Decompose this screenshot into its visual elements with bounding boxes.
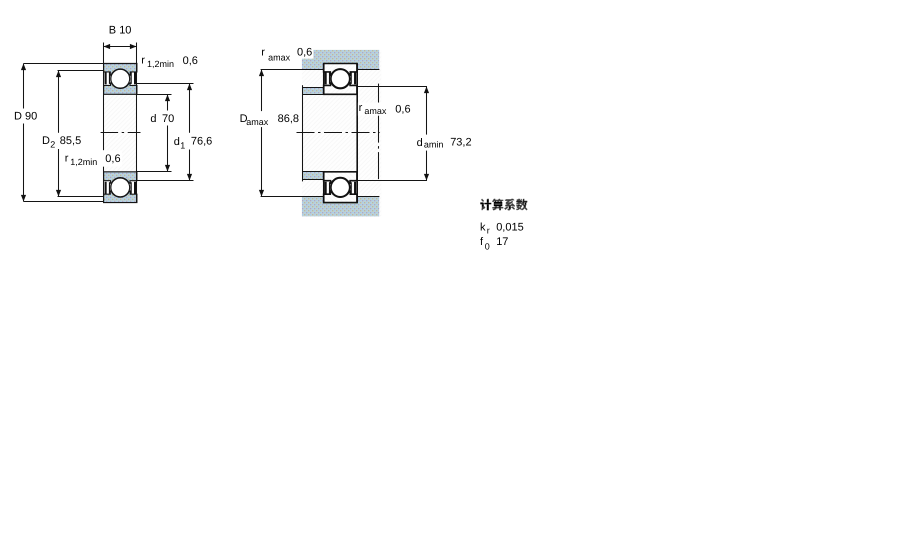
svg-text:r: r (261, 47, 265, 59)
svg-text:r: r (65, 153, 69, 165)
svg-text:17: 17 (496, 236, 508, 248)
svg-text:d: d (174, 136, 180, 148)
svg-text:0,015: 0,015 (496, 222, 524, 234)
svg-text:D: D (42, 135, 50, 147)
svg-text:0,6: 0,6 (105, 153, 120, 165)
svg-text:f: f (480, 236, 484, 248)
svg-text:r: r (359, 102, 363, 114)
svg-text:1: 1 (180, 141, 185, 151)
svg-text:amax: amax (364, 106, 387, 116)
svg-text:D: D (240, 113, 248, 125)
svg-text:amin: amin (424, 140, 444, 150)
svg-text:1,2min: 1,2min (70, 157, 97, 167)
svg-text:B 10: B 10 (109, 25, 132, 37)
svg-text:86,8: 86,8 (278, 113, 299, 125)
svg-text:2: 2 (50, 139, 55, 149)
svg-text:r: r (141, 54, 145, 66)
svg-text:1,2min: 1,2min (147, 59, 174, 69)
svg-text:D 90: D 90 (14, 111, 37, 123)
svg-text:amax: amax (246, 117, 269, 127)
svg-text:0,6: 0,6 (395, 103, 410, 115)
svg-text:d: d (417, 137, 423, 149)
svg-text:d: d (150, 113, 156, 125)
svg-text:0,6: 0,6 (297, 47, 312, 59)
svg-text:0,6: 0,6 (183, 55, 198, 67)
svg-text:76,6: 76,6 (191, 136, 212, 148)
svg-text:k: k (480, 222, 486, 234)
svg-text:70: 70 (162, 113, 174, 125)
svg-text:0: 0 (485, 241, 490, 251)
svg-text:amax: amax (268, 53, 291, 63)
svg-text:r: r (487, 225, 490, 235)
svg-text:73,2: 73,2 (450, 136, 471, 148)
svg-text:85,5: 85,5 (60, 135, 81, 147)
